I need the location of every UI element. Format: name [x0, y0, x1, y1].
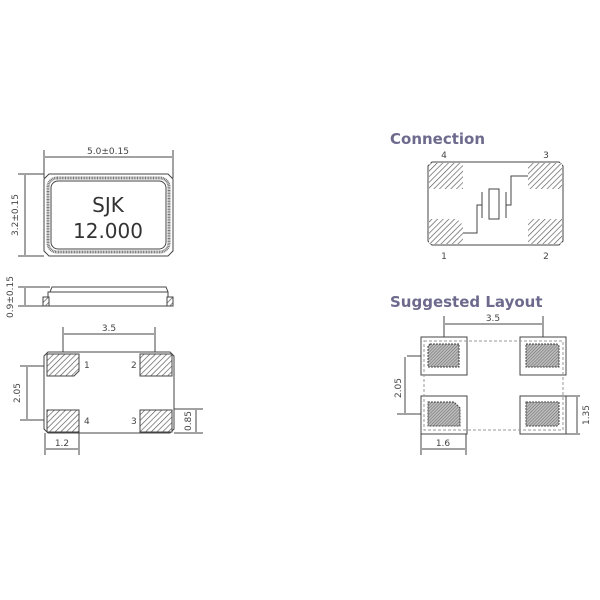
pad-2: [528, 219, 562, 244]
lid-profile: [49, 286, 169, 293]
bottom-view: [20, 327, 203, 455]
layout-title: Suggested Layout: [390, 293, 543, 311]
pin-label-2: 2: [131, 361, 137, 371]
pin-label-4: 4: [84, 417, 90, 427]
lid: [50, 180, 167, 250]
dim-pad-width-label: 1.2: [55, 439, 69, 449]
pad-3: [525, 401, 560, 427]
body-profile: [47, 291, 169, 307]
marking-line1: SJK: [92, 193, 125, 217]
layout-diagram: [397, 316, 580, 455]
connection-diagram: [427, 161, 564, 246]
dim-thickness-label: 0.9±0.15: [6, 276, 16, 318]
pad-2: [139, 353, 173, 377]
dim-pitch-y-label: 2.05: [13, 383, 23, 403]
marking-line2: 12.000: [73, 219, 143, 243]
conn-pin-label-2: 2: [543, 252, 549, 262]
terminal-right: [166, 296, 174, 307]
layout-dim-pitch-x: 3.5: [486, 314, 500, 324]
layout-dim-pitch-y: 2.05: [394, 378, 404, 398]
terminal-left: [42, 296, 50, 307]
layout-dim-land-height: 1.35: [582, 405, 592, 425]
side-view: [18, 286, 174, 307]
crystal-body: [488, 188, 500, 220]
pad-1: [429, 219, 463, 244]
pad-1: [427, 343, 460, 368]
dim-pitch-x-label: 3.5: [102, 324, 116, 334]
package-outline: [43, 173, 174, 257]
conn-pin-label-4: 4: [441, 151, 447, 161]
dim-height-label: 3.2±0.15: [11, 194, 21, 236]
trace-pin3: [506, 175, 528, 206]
pin-label-1: 1: [84, 361, 90, 371]
top-view: [18, 150, 174, 257]
pin-label-3: 3: [131, 417, 137, 427]
pad-4: [429, 163, 463, 189]
dim-pad-height-label: 0.85: [184, 411, 194, 431]
pad-2: [525, 343, 560, 368]
connection-title: Connection: [390, 130, 485, 148]
pad-1: [46, 353, 80, 377]
conn-pin-label-1: 1: [441, 252, 447, 262]
pad-4: [46, 409, 80, 433]
seal-ring: [46, 176, 171, 254]
package-outline-dashed: [423, 340, 564, 431]
layout-dim-land-width: 1.6: [436, 439, 451, 449]
pad-3: [528, 163, 562, 189]
pad-4: [427, 401, 461, 427]
trace-pin1: [463, 204, 482, 234]
conn-pin-label-3: 3: [543, 151, 549, 161]
dim-width-label: 5.0±0.15: [87, 147, 129, 157]
pad-3: [139, 409, 173, 433]
